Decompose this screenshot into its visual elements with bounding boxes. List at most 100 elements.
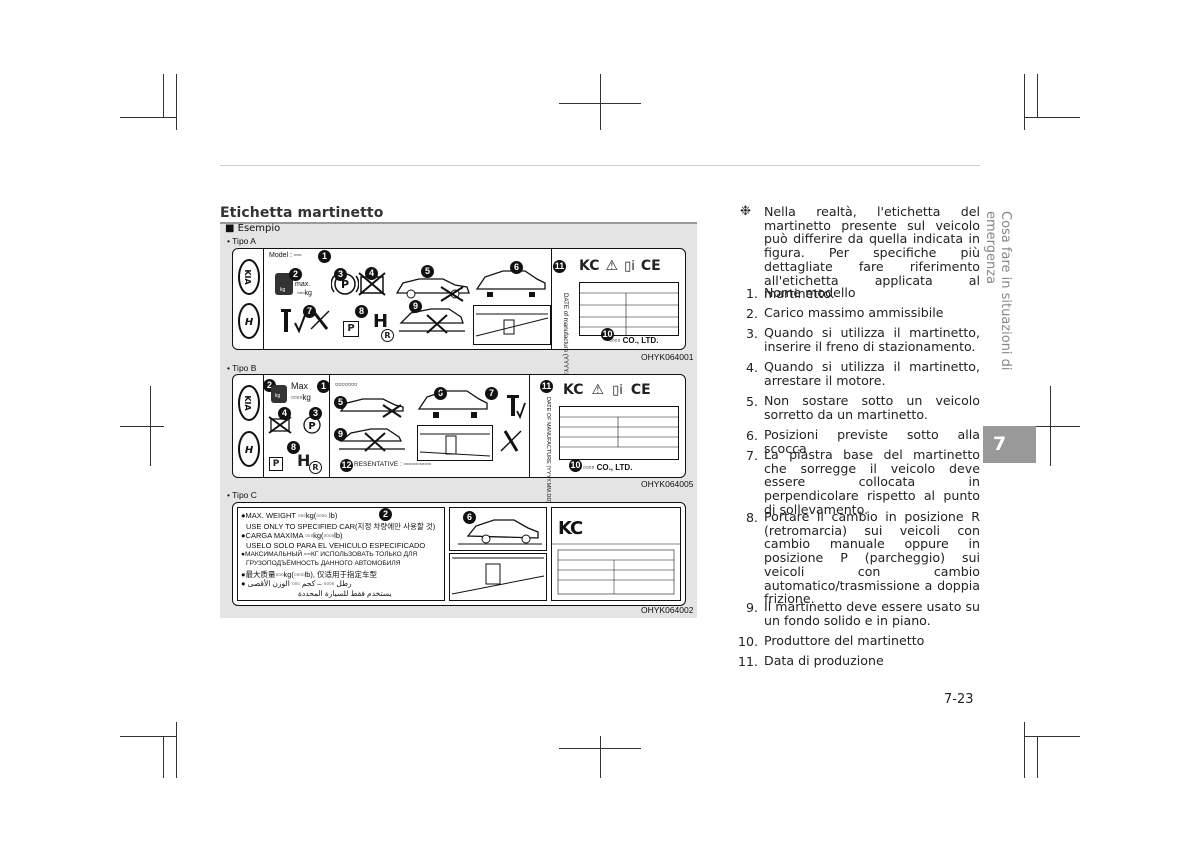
crop-mark <box>150 386 151 466</box>
type-a-label: • Tipo A <box>227 236 256 246</box>
list-item: Il martinetto deve essere usato su un fo… <box>764 599 980 628</box>
figure-code-b: OHYK064005 <box>641 479 694 489</box>
no-person-under-car-icon <box>395 278 470 302</box>
callout-2: 2 <box>379 508 392 521</box>
flat-ground-icon <box>399 308 465 334</box>
callout-11: 11 <box>540 380 553 393</box>
crop-mark <box>1037 736 1038 778</box>
company-name: ▫▫▫▫ CO., LTD. <box>583 463 633 472</box>
callout-10: 10 <box>569 459 582 472</box>
note-asterisk-icon: ❉ <box>740 204 751 219</box>
gear-r-icon: H <box>297 451 311 470</box>
date-of-manufacture: DATE OF MANUFACTURE (YYYY.MM.DD) <box>545 397 551 504</box>
list-item: Posizioni previste sotto alla scocca <box>764 427 980 456</box>
gear-r-icon: H <box>373 311 389 332</box>
section-title: Etichetta martinetto <box>220 205 384 221</box>
jack-label-type-c: ●MAX. WEIGHT ▫▫▫kg(▫▫▫▫ lb) USE ONLY TO … <box>232 502 686 606</box>
callout-4: 4 <box>278 407 291 420</box>
svg-text:K: K <box>558 518 573 539</box>
company-name: ▫▫▫▫ CO., LTD. <box>609 336 659 345</box>
crop-mark <box>1050 386 1051 466</box>
callout-12: 12 <box>340 459 353 472</box>
callout-2: 2 <box>289 268 302 281</box>
jack-perpendicular-icon <box>281 309 306 334</box>
no-person-under-car-icon <box>339 398 404 418</box>
info-table <box>559 406 679 460</box>
model-text: Model : ▫▫▫ <box>269 252 302 259</box>
model-boxes: ▫▫▫▫▫▫▫ <box>335 379 358 389</box>
callout-6: 6 <box>510 261 523 274</box>
crop-mark <box>163 736 164 778</box>
gear-p-icon: P <box>343 321 359 337</box>
note-text: Nella realtà, l'etichetta del martinetto… <box>764 204 980 302</box>
crop-mark <box>120 117 176 118</box>
list-item: Produttore del martinetto <box>764 633 925 648</box>
crop-mark <box>1024 722 1025 778</box>
jack-perpendicular-icon <box>507 395 526 420</box>
svg-text:H: H <box>245 317 254 328</box>
svg-text:P: P <box>308 421 315 432</box>
lift-point-photo <box>473 305 551 345</box>
lift-points-icon <box>475 270 546 297</box>
page-number: 7-23 <box>944 692 974 707</box>
callout-7: 7 <box>485 387 498 400</box>
header-rule <box>220 165 980 166</box>
r-symbol: R <box>309 461 322 474</box>
svg-text:P: P <box>341 278 349 291</box>
crop-mark <box>120 736 176 737</box>
svg-text:KIA: KIA <box>243 395 252 411</box>
figure-code-c: OHYK064002 <box>641 605 694 615</box>
crop-mark <box>600 736 601 778</box>
svg-text:KIA: KIA <box>243 269 252 285</box>
callout-3: 3 <box>334 268 347 281</box>
crop-mark <box>600 74 601 130</box>
list-item: Nome modello <box>764 285 856 300</box>
callout-10: 10 <box>601 328 614 341</box>
callout-9: 9 <box>409 300 422 313</box>
jack-tilted-icon <box>310 310 330 330</box>
callout-1: 1 <box>317 380 330 393</box>
callout-11: 11 <box>553 260 566 273</box>
callout-1: 1 <box>318 250 331 263</box>
crop-mark <box>176 74 177 130</box>
svg-text:H: H <box>245 445 254 456</box>
jack-tilted-icon <box>500 430 522 452</box>
info-table <box>579 282 679 336</box>
weight-icon <box>271 385 287 403</box>
list-item: La piastra base del martinetto che sorre… <box>764 447 980 517</box>
r-symbol: R <box>381 329 394 342</box>
callout-8: 8 <box>287 441 300 454</box>
kia-logo: KIA H <box>238 259 260 339</box>
figure-code-a: OHYK064001 <box>641 352 694 362</box>
type-c-label: • Tipo C <box>227 490 257 500</box>
list-item: Portare il cambio in posizione R (retrom… <box>764 509 980 607</box>
warning-text-box: ●MAX. WEIGHT ▫▫▫kg(▫▫▫▫ lb) USE ONLY TO … <box>237 507 445 601</box>
callout-8: 8 <box>355 305 368 318</box>
crop-mark <box>1024 736 1080 737</box>
chapter-number: 7 <box>983 426 1036 463</box>
example-label: ■ Esempio <box>225 223 281 234</box>
crop-mark <box>1037 74 1038 117</box>
callout-6: 6 <box>463 511 476 524</box>
lift-points-icon <box>417 390 488 418</box>
callout-5: 5 <box>421 265 434 278</box>
callout-4: 4 <box>365 267 378 280</box>
title-underline <box>220 222 697 224</box>
engine-off-icon <box>268 416 292 434</box>
callout-7: 7 <box>303 305 316 318</box>
callout-5: 5 <box>334 396 347 409</box>
type-b-label: • Tipo B <box>227 363 257 373</box>
gear-p-icon: P <box>269 457 283 471</box>
crop-mark <box>1024 117 1080 118</box>
kia-logo: KIA H <box>238 385 260 467</box>
representative-text: RESENTATIVE : ▫▫▫▫▫▫▫▫▫▫▫▫ <box>354 461 432 468</box>
crop-mark <box>176 722 177 778</box>
jack-label-type-a: KIA H Model : ▫▫▫ 1 kg 2 max. ▫▫▫kg P 3 … <box>232 248 686 396</box>
flat-ground-icon <box>339 428 405 452</box>
lift-point-photo <box>417 425 493 461</box>
parking-brake-icon: P <box>303 416 321 434</box>
crop-mark <box>1036 426 1080 427</box>
